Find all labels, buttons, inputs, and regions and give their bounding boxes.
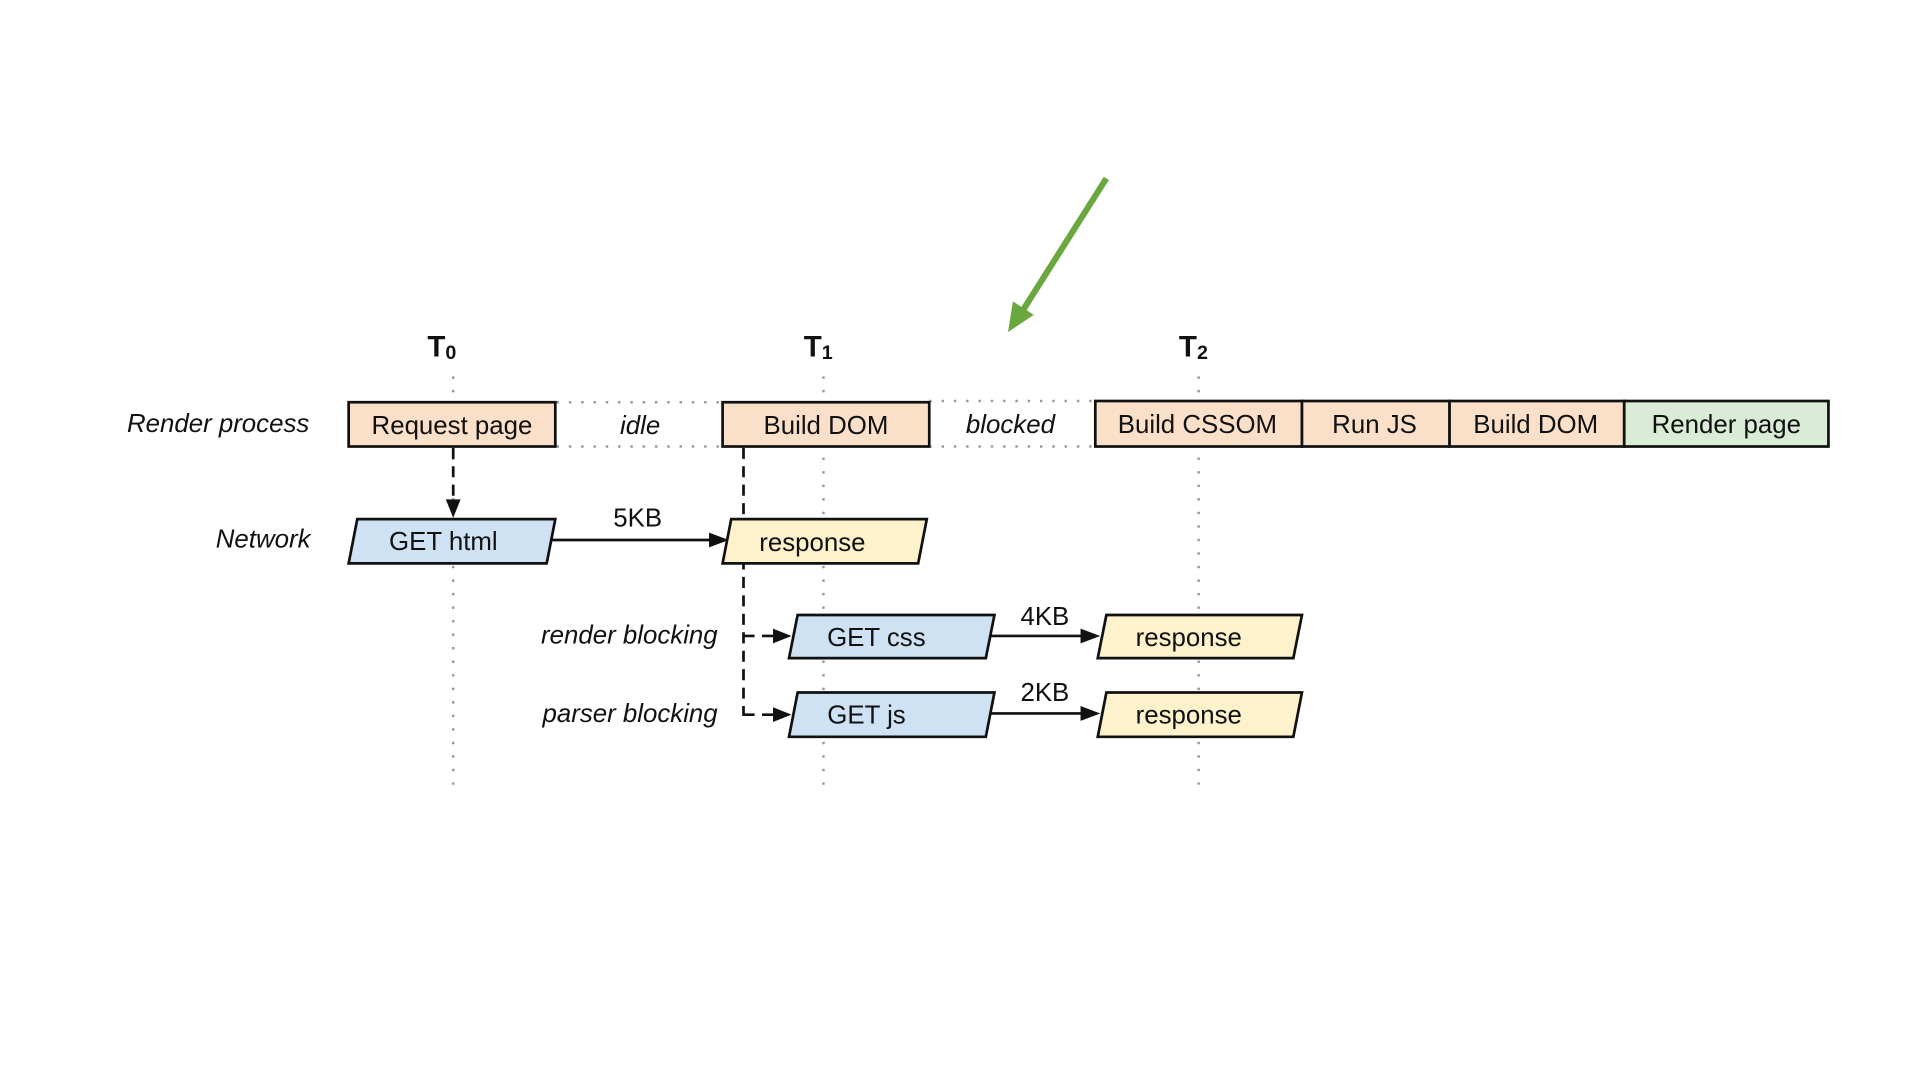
task-label: Build DOM: [763, 412, 888, 440]
time-marker-t2: T2: [1179, 331, 1208, 364]
time-marker-t0: T0: [427, 331, 456, 364]
row-label-parser-blocking: parser blocking: [542, 700, 719, 728]
transfer-size: 4KB: [1020, 603, 1069, 631]
request-get-js: GET js: [787, 691, 997, 739]
task-build-cssom: Build CSSOM: [1093, 399, 1304, 448]
build-dom-branch: [742, 447, 792, 723]
arrow-head: [445, 499, 461, 518]
response-label: response: [759, 529, 865, 557]
gap-label-blocked: blocked: [966, 411, 1057, 439]
task-label: Request page: [372, 412, 533, 440]
render-blocking-row: GET css 4KB response: [787, 603, 1304, 660]
row-label-render-process: Render process: [127, 410, 309, 438]
task-label: Render page: [1652, 411, 1801, 439]
response-label: response: [1136, 701, 1242, 729]
arrow-head: [773, 707, 792, 723]
response-shape: [720, 517, 929, 565]
response-html: response: [720, 517, 929, 565]
task-label: Build DOM: [1473, 411, 1598, 439]
task-build-dom-2: Build DOM: [1448, 399, 1626, 448]
task-label: Build CSSOM: [1118, 411, 1277, 439]
task-box: [721, 400, 931, 448]
parser-blocking-row: GET js 2KB response: [787, 679, 1304, 739]
request-get-css: GET css: [787, 613, 997, 660]
arrow-head: [1080, 706, 1101, 721]
callout-arrow: [1007, 176, 1109, 333]
response-css: response: [1096, 613, 1304, 660]
arrow-head: [1080, 628, 1101, 644]
row-label-render-blocking: render blocking: [541, 621, 718, 649]
render-process-row: Request page idle Build DOM blocked Buil…: [347, 399, 1830, 448]
callout-arrow-head: [1007, 301, 1034, 333]
request-to-get-html-arrow: [445, 447, 461, 518]
response-shape: [1096, 691, 1304, 739]
time-marker-t1: T1: [804, 331, 833, 364]
request-shape: [787, 613, 997, 660]
response-js: response: [1096, 691, 1304, 739]
task-box: [1300, 399, 1451, 448]
request-shape: [347, 517, 557, 565]
gap-label-idle: idle: [620, 412, 660, 440]
request-label: GET html: [389, 528, 498, 556]
task-box: [1622, 399, 1830, 448]
task-run-js: Run JS: [1300, 399, 1451, 448]
task-build-dom-1: Build DOM: [721, 400, 931, 448]
arrow-head: [773, 628, 792, 644]
transfer-size: 2KB: [1020, 679, 1069, 707]
transfer-size: 5KB: [613, 504, 662, 532]
request-shape: [787, 691, 997, 739]
request-get-html: GET html: [347, 517, 557, 565]
task-box: [347, 400, 557, 448]
task-render-page: Render page: [1622, 399, 1830, 448]
response-shape: [1096, 613, 1304, 660]
time-markers: T0 T1 T2: [427, 331, 1208, 364]
callout-arrow-shaft: [1018, 176, 1109, 315]
row-label-network: Network: [216, 525, 312, 553]
request-label: GET css: [827, 624, 926, 652]
task-request-page: Request page: [347, 400, 557, 448]
arrow-head: [709, 532, 729, 548]
task-label: Run JS: [1332, 411, 1417, 439]
response-label: response: [1136, 624, 1242, 652]
request-label: GET js: [827, 701, 905, 729]
task-box: [1093, 399, 1304, 448]
network-row: GET html 5KB response: [347, 504, 929, 565]
